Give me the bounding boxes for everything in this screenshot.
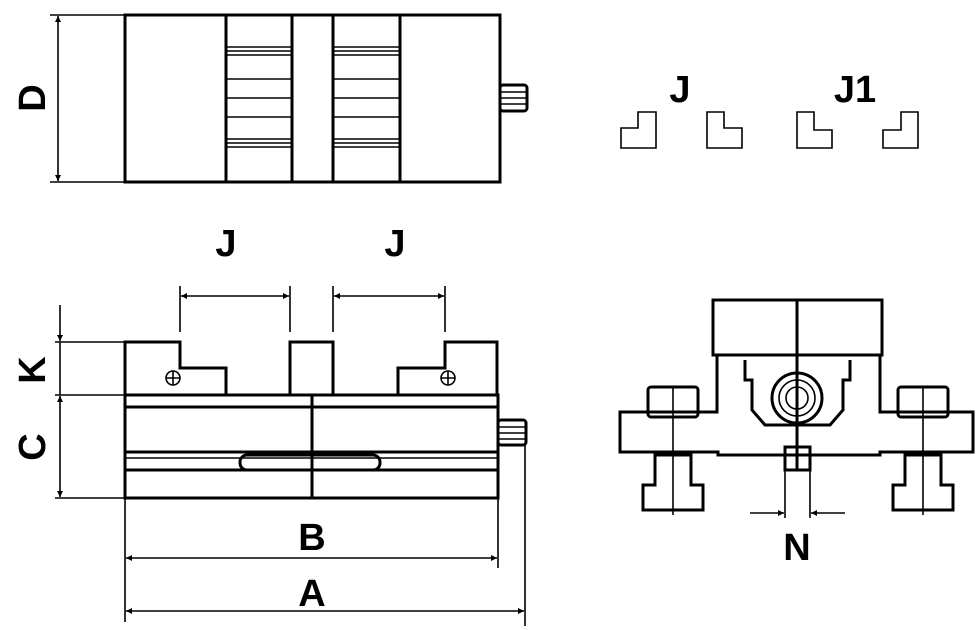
jaw-profile-icon: [620, 111, 657, 149]
jaw-types: J J1: [620, 69, 919, 149]
dimension-label-N: N: [783, 527, 810, 569]
dimension-label-D: D: [12, 84, 54, 111]
top-view: D: [12, 13, 529, 184]
dimension-label-B: B: [298, 517, 325, 559]
jaw-type-label-J1: J1: [834, 69, 876, 111]
slot: [238, 453, 382, 472]
dimension-label-A: A: [298, 573, 325, 615]
jaw-profile-icon: [706, 111, 743, 149]
front-view: J J K C B A: [12, 223, 528, 626]
jaw-profile-icon: [882, 111, 919, 149]
side-view: N: [618, 298, 975, 569]
dimension-label-C: C: [12, 433, 54, 460]
dimension-label-K: K: [12, 356, 54, 384]
jaw-profile-icon: [796, 111, 833, 149]
dimension-label-J: J: [215, 223, 236, 265]
jaw-type-label-J: J: [669, 69, 690, 111]
dimension-label-J: J: [384, 223, 405, 265]
